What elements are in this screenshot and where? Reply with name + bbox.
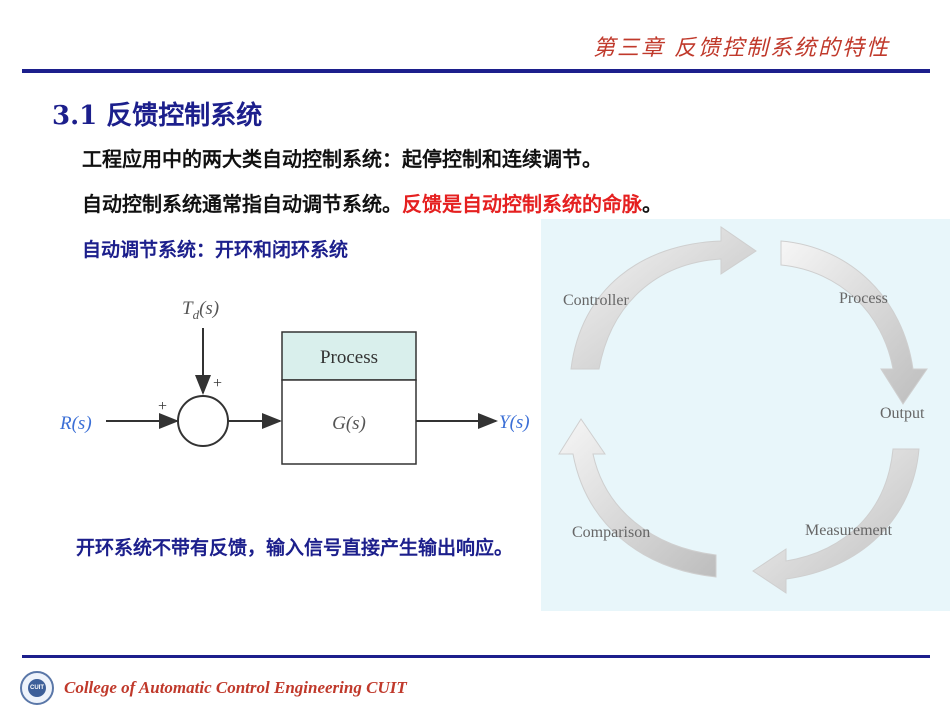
- university-logo-emblem: CUIT: [28, 679, 46, 697]
- footer-text: College of Automatic Control Engineering…: [64, 678, 407, 697]
- measurement-label: Measurement: [805, 522, 893, 539]
- body-line-1: 工程应用中的两大类自动控制系统：起停控制和连续调节。: [82, 147, 602, 171]
- open-loop-block-diagram: Td(s) + + R(s) Process G(s) Y(s): [59, 298, 530, 465]
- arrow-controller-to-process: [570, 226, 757, 370]
- output-label: Y(s): [499, 412, 530, 433]
- process-block: [281, 379, 417, 465]
- comparison-label: Comparison: [572, 524, 650, 541]
- feedback-cycle-diagram: Controller Process Output Measurement Co…: [541, 219, 950, 611]
- input-label: R(s): [59, 413, 92, 434]
- body-line-2-highlight: 反馈是自动控制系统的命脉: [402, 192, 642, 216]
- body-line-2-end: 。: [642, 192, 662, 216]
- output-cycle-label: Output: [880, 405, 925, 422]
- arrow-comparison-to-controller: [558, 418, 717, 578]
- section-title: 3.1 反馈控制系统: [52, 101, 263, 131]
- summing-junction: [177, 395, 229, 447]
- body-line-3: 自动调节系统：开环和闭环系统: [82, 239, 349, 261]
- disturbance-label: Td(s): [182, 298, 219, 322]
- body-line-2-black: 自动控制系统通常指自动调节系统。: [82, 192, 402, 216]
- plus-sign-top: +: [213, 375, 222, 392]
- header-divider: [22, 69, 930, 73]
- arrow-process-to-output: [780, 240, 928, 405]
- feedback-cycle-graphic: Controller Process Output Measurement Co…: [558, 226, 928, 594]
- process-label: Process: [320, 347, 378, 368]
- chapter-title: 第三章 反馈控制系统的特性: [593, 36, 890, 61]
- open-loop-note: 开环系统不带有反馈，输入信号直接产生输出响应。: [76, 537, 514, 559]
- process-cycle-label: Process: [839, 290, 888, 307]
- transfer-function-label: G(s): [332, 413, 366, 434]
- arrow-output-to-measurement: [752, 448, 920, 594]
- controller-label: Controller: [563, 292, 629, 309]
- plus-sign-left: +: [158, 398, 167, 415]
- body-line-2: 自动控制系统通常指自动调节系统。反馈是自动控制系统的命脉。: [82, 188, 662, 217]
- footer-divider: [22, 655, 930, 658]
- process-header-box: [281, 331, 417, 381]
- university-logo: CUIT: [20, 671, 54, 705]
